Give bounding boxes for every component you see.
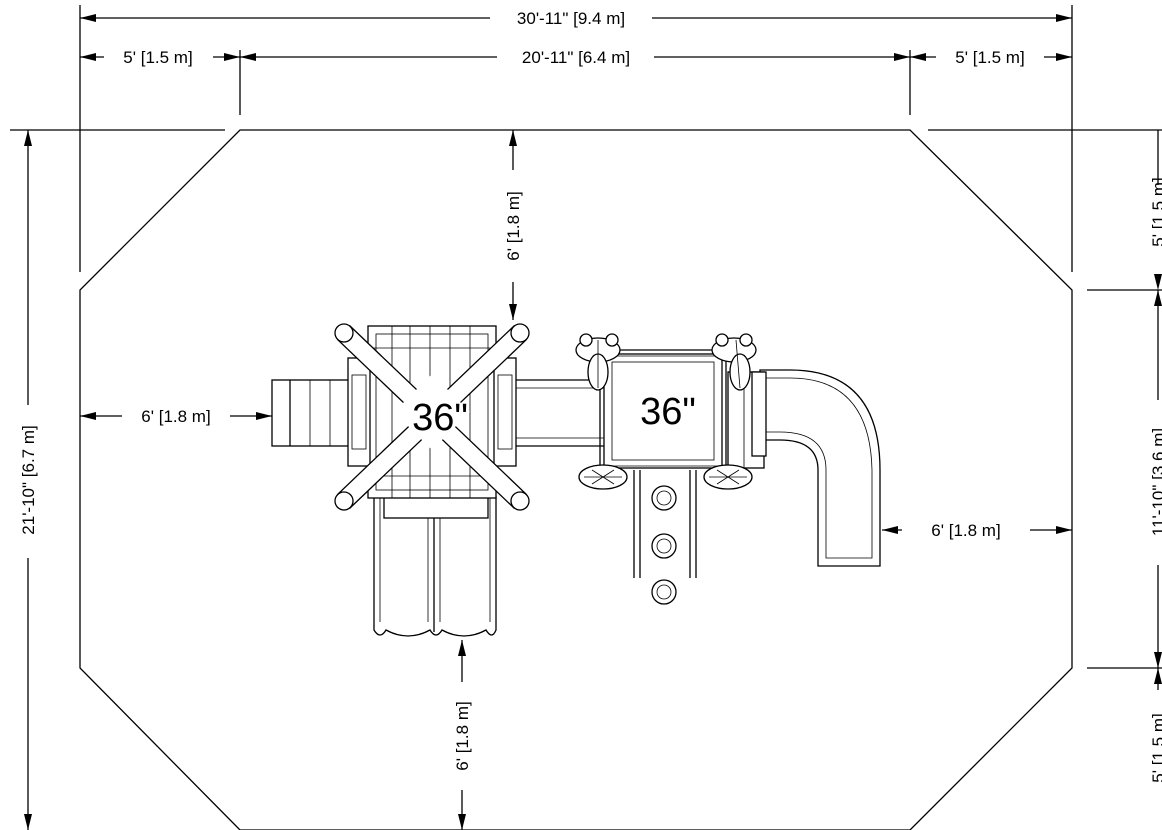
right-deck (594, 349, 767, 469)
left-clearance-dimension: 6' [1.8 m] (80, 407, 272, 426)
left-clearance-label: 6' [1.8 m] (141, 407, 210, 426)
left-bridge (514, 379, 606, 447)
bottom-clearance-label: 6' [1.8 m] (453, 701, 472, 770)
extension-lines (10, 5, 1162, 669)
use-zone-boundary (79, 129, 1073, 830)
dragonfly-panel-right (703, 464, 753, 490)
inner-width-label: 20'-11" [6.4 m] (522, 48, 630, 67)
top-clearance-label: 6' [1.8 m] (504, 191, 523, 260)
left-margin-top-label: 5' [1.5 m] (123, 48, 192, 67)
right-deck-height: 36" (640, 391, 696, 433)
butterfly-panel-left (575, 333, 621, 391)
inner-height-label: 11'-10" [3.6 m] (1149, 428, 1162, 536)
top-margin-dimensions: 5' [1.5 m] 20'-11" [6.4 m] 5' [1.5 m] (80, 48, 1072, 67)
stepping-pod-climber (633, 470, 697, 605)
overall-width-dimension: 30'-11" [9.4 m] (80, 9, 1072, 28)
left-deck (334, 323, 530, 511)
right-margin-top-label: 5' [1.5 m] (955, 48, 1024, 67)
right-clearance-label: 6' [1.8 m] (931, 521, 1000, 540)
overall-height-label: 21'-10" [6.7 m] (19, 425, 38, 534)
dragonfly-panel-left (578, 464, 628, 490)
right-clearance-dimension: 6' [1.8 m] (882, 521, 1072, 540)
right-bottom-margin-label: 5' [1.5 m] (1149, 713, 1162, 782)
right-curved-slide (759, 369, 881, 567)
right-height-dimensions: 5' [1.5 m] 11'-10" [3.6 m] 5' [1.5 m] (1149, 130, 1162, 783)
left-double-slide (373, 489, 497, 637)
top-clearance-dimension: 6' [1.8 m] (504, 130, 523, 320)
bottom-clearance-dimension: 6' [1.8 m] (453, 640, 472, 830)
butterfly-panel-right (711, 333, 757, 391)
right-top-margin-label: 5' [1.5 m] (1149, 177, 1162, 246)
left-step-ladder (271, 379, 353, 447)
left-deck-height: 36" (412, 397, 468, 439)
overall-width-label: 30'-11" [9.4 m] (517, 9, 625, 28)
overall-height-dimension: 21'-10" [6.7 m] (19, 130, 38, 830)
